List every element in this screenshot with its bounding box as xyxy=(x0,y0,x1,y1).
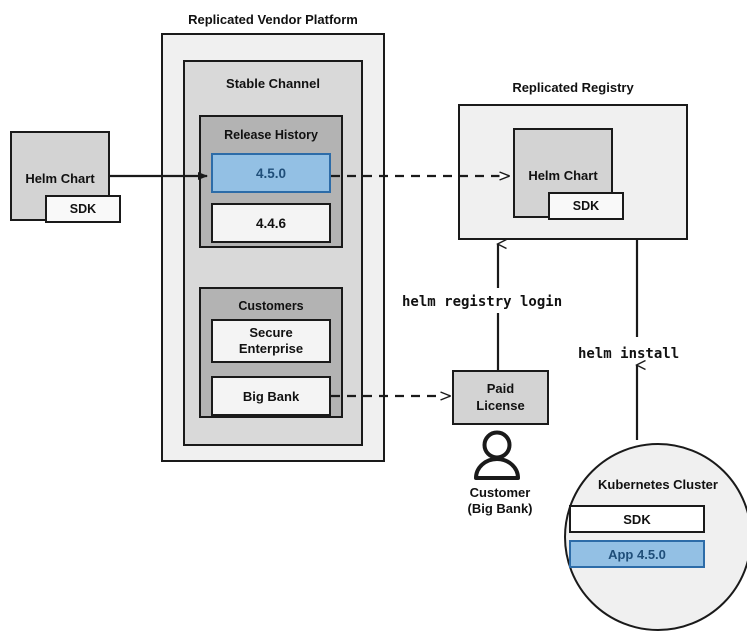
source-sdk-box[interactable]: SDK xyxy=(45,195,121,223)
customer-name-line1: Secure xyxy=(249,325,293,341)
customer-actor-line1: Customer xyxy=(469,485,531,500)
source-sdk-label: SDK xyxy=(69,202,97,216)
cluster-workload-app[interactable]: App 4.5.0 xyxy=(569,540,705,568)
customer-actor-line2: (Big Bank) xyxy=(467,501,533,517)
customers-label: Customers xyxy=(238,299,304,313)
paid-license-line2: License xyxy=(476,397,525,413)
registry-sdk-label: SDK xyxy=(572,199,600,213)
release-item-450[interactable]: 4.5.0 xyxy=(211,153,331,193)
customer-secure-enterprise[interactable]: Secure Enterprise xyxy=(211,319,331,363)
registry-title: Replicated Registry xyxy=(512,80,634,95)
customer-big-bank[interactable]: Big Bank xyxy=(211,376,331,416)
cluster-workload-sdk[interactable]: SDK xyxy=(569,505,705,533)
paid-license-box[interactable]: Paid License xyxy=(452,370,549,425)
customer-name-line2: Enterprise xyxy=(238,341,304,356)
registry-sdk-box[interactable]: SDK xyxy=(548,192,624,220)
registry-helm-chart-label: Helm Chart xyxy=(528,168,598,183)
release-item-446[interactable]: 4.4.6 xyxy=(211,203,331,243)
helm-install-label: helm install xyxy=(578,346,680,362)
release-version-label: 4.4.6 xyxy=(255,215,287,231)
paid-license-line1: Paid xyxy=(486,381,515,397)
stable-channel-label: Stable Channel xyxy=(226,76,320,91)
release-version-label: 4.5.0 xyxy=(255,165,287,181)
person-icon xyxy=(474,430,520,480)
platform-title: Replicated Vendor Platform xyxy=(188,12,358,27)
kubernetes-cluster-circle xyxy=(564,443,747,631)
source-helm-chart-label: Helm Chart xyxy=(25,171,95,186)
helm-registry-login-label: helm registry login xyxy=(402,294,563,310)
cluster-workload-label: SDK xyxy=(623,511,651,527)
release-history-label: Release History xyxy=(224,128,318,142)
kubernetes-cluster-label: Kubernetes Cluster xyxy=(598,477,718,492)
cluster-workload-label: App 4.5.0 xyxy=(608,546,666,562)
customer-actor-label: Customer (Big Bank) xyxy=(430,485,570,518)
customer-name-label: Big Bank xyxy=(242,388,300,404)
